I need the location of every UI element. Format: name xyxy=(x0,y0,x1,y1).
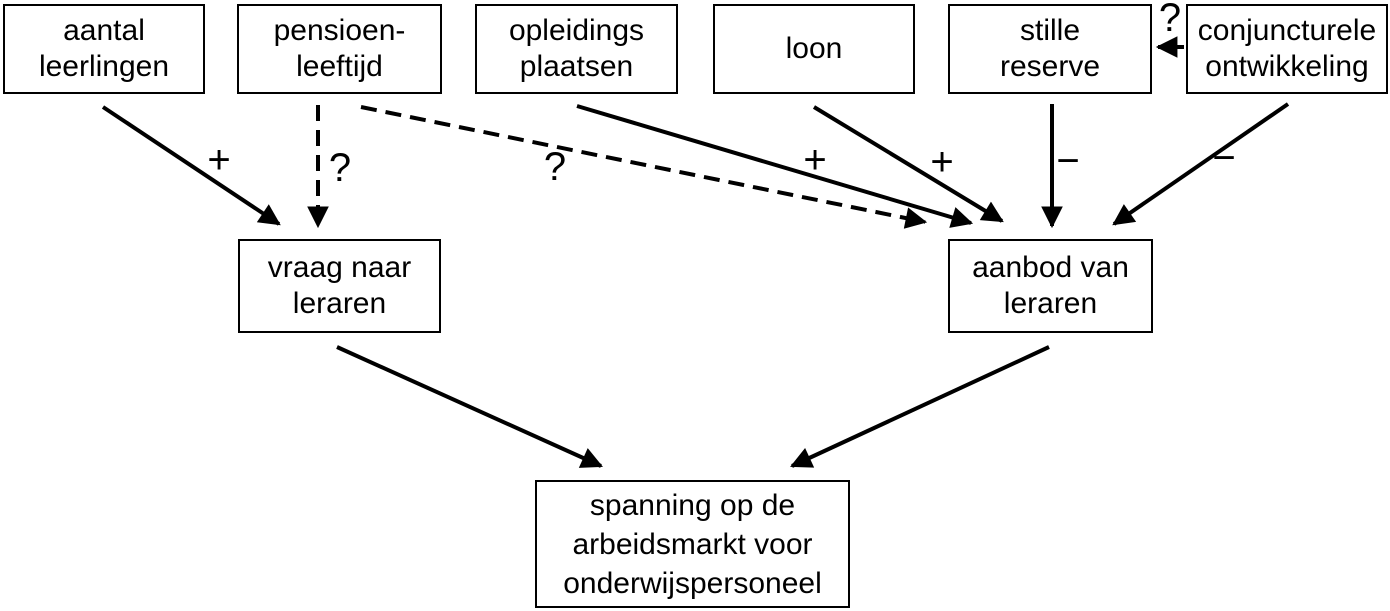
edge-label-minus-conjunctuur: − xyxy=(1212,136,1236,180)
edge-loon-to-aanbod xyxy=(812,105,1004,223)
edge-label-plus-loon: + xyxy=(930,140,954,184)
edge-aantal-to-vraag xyxy=(101,105,281,226)
edge-label-question-conjunctuur-stille: ? xyxy=(1158,0,1182,40)
node-pensioen-leeftijd: pensioen- leeftijd xyxy=(237,4,442,94)
edge-label-question-pensioen-aanbod: ? xyxy=(543,145,567,189)
edge-vraag-to-spanning xyxy=(336,345,603,468)
node-loon: loon xyxy=(713,4,915,94)
edge-label-minus-stille: − xyxy=(1056,139,1080,183)
edge-label-plus-opleidings: + xyxy=(803,138,827,182)
edge-label-plus-aantal: + xyxy=(207,138,231,182)
edge-aanbod-to-spanning xyxy=(790,345,1050,468)
edge-pensioen-to-aanbod xyxy=(360,105,928,229)
edge-conjunctuur-to-aanbod xyxy=(1112,102,1290,226)
edge-label-question-pensioen-vraag: ? xyxy=(328,146,352,190)
node-aanbod-van-leraren: aanbod van leraren xyxy=(948,239,1153,333)
node-vraag-naar-leraren: vraag naar leraren xyxy=(238,239,441,333)
node-opleidings-plaatsen: opleidings plaatsen xyxy=(475,4,678,94)
node-aantal-leerlingen: aantal leerlingen xyxy=(3,4,205,94)
edge-opleidings-to-aanbod xyxy=(576,104,974,228)
node-conjuncturele-ontwikkeling: conjuncturele ontwikkeling xyxy=(1186,4,1388,94)
node-stille-reserve: stille reserve xyxy=(948,4,1152,94)
node-spanning-arbeidsmarkt: spanning op de arbeidsmarkt voor onderwi… xyxy=(535,480,850,608)
